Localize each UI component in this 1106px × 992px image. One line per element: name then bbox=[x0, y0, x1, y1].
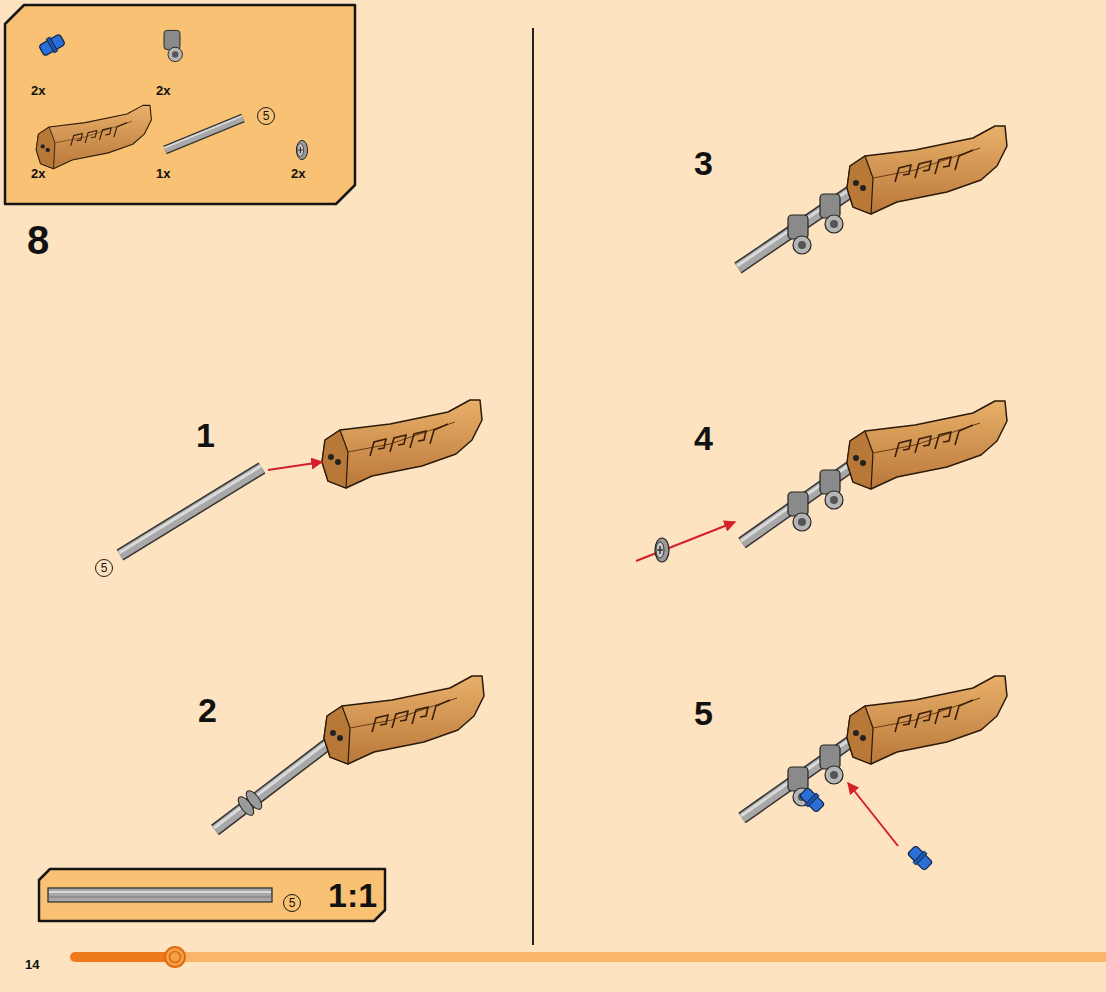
callout-number: 5 bbox=[95, 559, 113, 577]
callout-text: 5 bbox=[101, 562, 108, 574]
callout-text: 5 bbox=[289, 897, 296, 909]
step-number: 5 bbox=[694, 696, 713, 730]
page-number: 14 bbox=[25, 958, 39, 971]
part-count: 2x bbox=[291, 167, 305, 180]
part-count: 2x bbox=[156, 84, 170, 97]
step-group-number: 8 bbox=[27, 220, 49, 260]
callout-number: 5 bbox=[283, 894, 301, 912]
step-number: 1 bbox=[196, 418, 215, 452]
part-count: 2x bbox=[31, 167, 45, 180]
scale-label: 1:1 bbox=[328, 878, 377, 912]
parts-panel: 2x 2x 2x 1x 2x 5 bbox=[4, 4, 356, 205]
scale-panel: 1:1 5 bbox=[38, 868, 386, 922]
panel-border bbox=[39, 869, 385, 921]
callout-number: 5 bbox=[257, 107, 275, 125]
callout-text: 5 bbox=[263, 110, 270, 122]
part-count: 1x bbox=[156, 167, 170, 180]
part-count: 2x bbox=[31, 84, 45, 97]
panel-border bbox=[5, 5, 355, 204]
step-number: 4 bbox=[694, 421, 713, 455]
step-number: 3 bbox=[694, 146, 713, 180]
step-number: 2 bbox=[198, 693, 217, 727]
